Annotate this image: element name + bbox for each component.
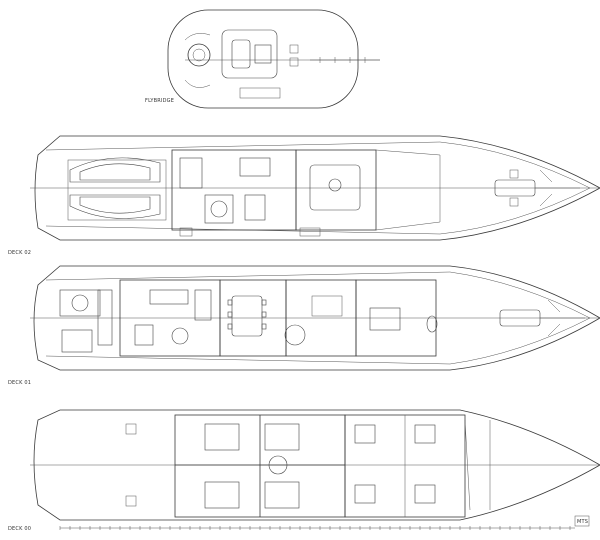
- deck-01-plan: DECK 01: [8, 265, 600, 386]
- deck-02-plan: DECK 02: [8, 135, 600, 256]
- deck-01-label: DECK 01: [8, 380, 31, 386]
- flybridge-plan: FLYBRIDGE: [145, 9, 380, 109]
- deck-00-plan: DECK 00: [8, 409, 600, 532]
- deck-02-label: DECK 02: [8, 250, 31, 256]
- scale-unit-label: MTS: [577, 519, 588, 525]
- scale-bar: MTS: [59, 515, 590, 530]
- deck-00-label: DECK 00: [8, 526, 31, 532]
- flybridge-label: FLYBRIDGE: [145, 98, 174, 104]
